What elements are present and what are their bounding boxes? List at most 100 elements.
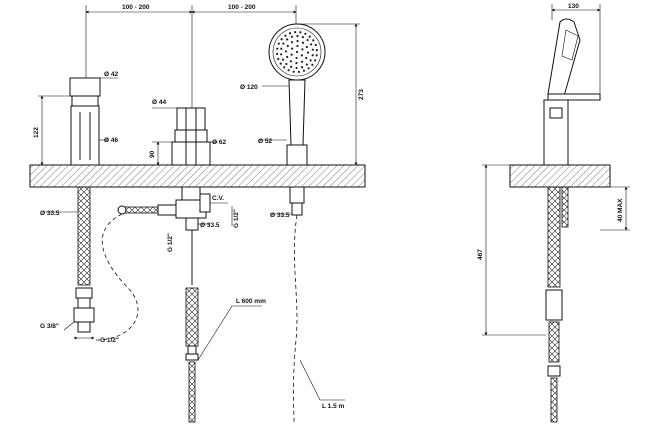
center-supply-hose [185, 287, 199, 347]
hose-path-left [95, 213, 139, 341]
shower-nozzle [296, 34, 299, 38]
side-shower-holder [547, 93, 601, 101]
dim-depth-467: 467 [477, 249, 484, 260]
dim-cv: C.V. [212, 195, 224, 202]
dim-height-122: 122 [33, 127, 40, 138]
dim-dia-120: Ø 120 [240, 84, 258, 91]
shower-nozzle [302, 69, 306, 72]
shower-handle [288, 79, 306, 146]
shower-nozzle [276, 47, 279, 50]
mixer-lever-cap [69, 77, 101, 97]
shower-nozzle [296, 44, 299, 48]
diverter-knob [176, 107, 206, 131]
shower-nozzle [286, 55, 289, 59]
side-outlet-fitting [157, 204, 177, 216]
shower-nozzle [301, 36, 305, 39]
shower-nozzle [297, 70, 300, 74]
shower-nozzle [307, 67, 310, 70]
shower-nozzle [290, 35, 294, 38]
dim-dia-33-left: Ø 33.5 [40, 210, 60, 217]
check-valve [199, 193, 211, 213]
dim-height-90: 90 [149, 150, 156, 158]
shower-nozzle [295, 56, 298, 60]
shower-nozzle [290, 53, 293, 56]
shower-nozzle [295, 61, 298, 65]
shower-nozzle [280, 47, 283, 50]
side-hose-main [547, 186, 561, 288]
shower-nozzle [289, 60, 293, 63]
shower-nozzle [306, 38, 309, 42]
dim-dia-52: Ø 52 [258, 138, 272, 145]
left-mixer [69, 77, 101, 166]
shower-nozzle [281, 58, 285, 61]
shower-nozzle [284, 34, 287, 37]
shower-nozzle [279, 62, 282, 65]
shower-nozzle [311, 54, 314, 57]
dim-g-half-vertical: G 1/2" [167, 233, 174, 252]
middle-diverter [171, 107, 211, 166]
shower-nozzle [305, 63, 309, 66]
shower-nozzle [283, 66, 286, 69]
shower-nozzle [282, 42, 285, 45]
shower-nozzle [315, 54, 318, 57]
shower-nozzle [287, 69, 290, 72]
shower-nozzle [304, 32, 307, 35]
dim-dia-33-mid: Ø 33.5 [200, 222, 220, 229]
shower-nozzles [275, 30, 319, 74]
shower-nozzle [300, 60, 304, 63]
side-view: 130 467 40 MAX [477, 3, 630, 423]
dim-spacing-right: 100 - 200 [228, 4, 256, 11]
shower-nozzle [311, 63, 314, 66]
shower-nozzle [285, 38, 289, 41]
shower-nozzle [300, 54, 304, 57]
shower-nozzle [284, 50, 288, 53]
shower-nozzle [300, 66, 304, 69]
shower-nozzle [309, 59, 312, 62]
shower-nozzle [296, 39, 299, 43]
shower-nozzle [314, 59, 317, 62]
shower-nozzle [312, 39, 315, 42]
center-hose-end [188, 361, 196, 423]
shower-nozzle [275, 52, 279, 55]
shower-nozzle [294, 30, 297, 34]
side-outlet-hose [121, 206, 159, 214]
shower-nozzle [277, 42, 280, 45]
hand-shower [268, 23, 326, 166]
dim-g-half-bottom: G 1/2" [100, 337, 119, 344]
dim-40-max: 40 MAX [617, 198, 624, 222]
hose-path-right [293, 214, 298, 423]
shower-nozzle [280, 53, 283, 56]
shower-nozzle [299, 31, 302, 34]
shower-nozzle [277, 57, 280, 61]
shower-nozzle [295, 66, 298, 70]
left-supply-hose [77, 186, 91, 286]
front-view: 100 - 200 100 - 200 Ø 42 122 Ø 46 G 3/8"… [29, 4, 366, 423]
dim-spacing-left: 100 - 200 [122, 4, 150, 11]
dim-dia-62: Ø 62 [212, 139, 226, 146]
shower-nozzle [301, 41, 305, 44]
shower-nozzle [280, 38, 283, 41]
shower-nozzle [314, 43, 317, 47]
shower-nozzle [311, 48, 314, 51]
dim-width-130: 130 [568, 3, 579, 10]
dim-length-1-5: L 1.5 m [322, 403, 345, 410]
shower-nozzle [315, 49, 319, 52]
dim-dia-44: Ø 44 [152, 99, 166, 106]
shower-nozzle [292, 70, 295, 73]
mixer-body [71, 95, 99, 107]
shower-nozzle [301, 48, 304, 51]
left-hose-fitting [75, 287, 93, 299]
shower-nozzle [288, 32, 292, 35]
mixer-lower-body [70, 105, 100, 166]
shower-nozzle [306, 51, 310, 54]
shower-nozzle [285, 62, 288, 66]
countertop-front [29, 164, 366, 188]
dim-dia-33-right: Ø 33.5 [270, 212, 290, 219]
shower-nozzle [290, 47, 294, 50]
shower-nozzle [290, 41, 294, 44]
shower-nozzle [309, 43, 313, 46]
dim-dia-42: Ø 42 [104, 71, 118, 78]
dim-g-3-8: G 3/8" [40, 323, 59, 330]
dim-length-600: L 600 mm [236, 298, 266, 305]
